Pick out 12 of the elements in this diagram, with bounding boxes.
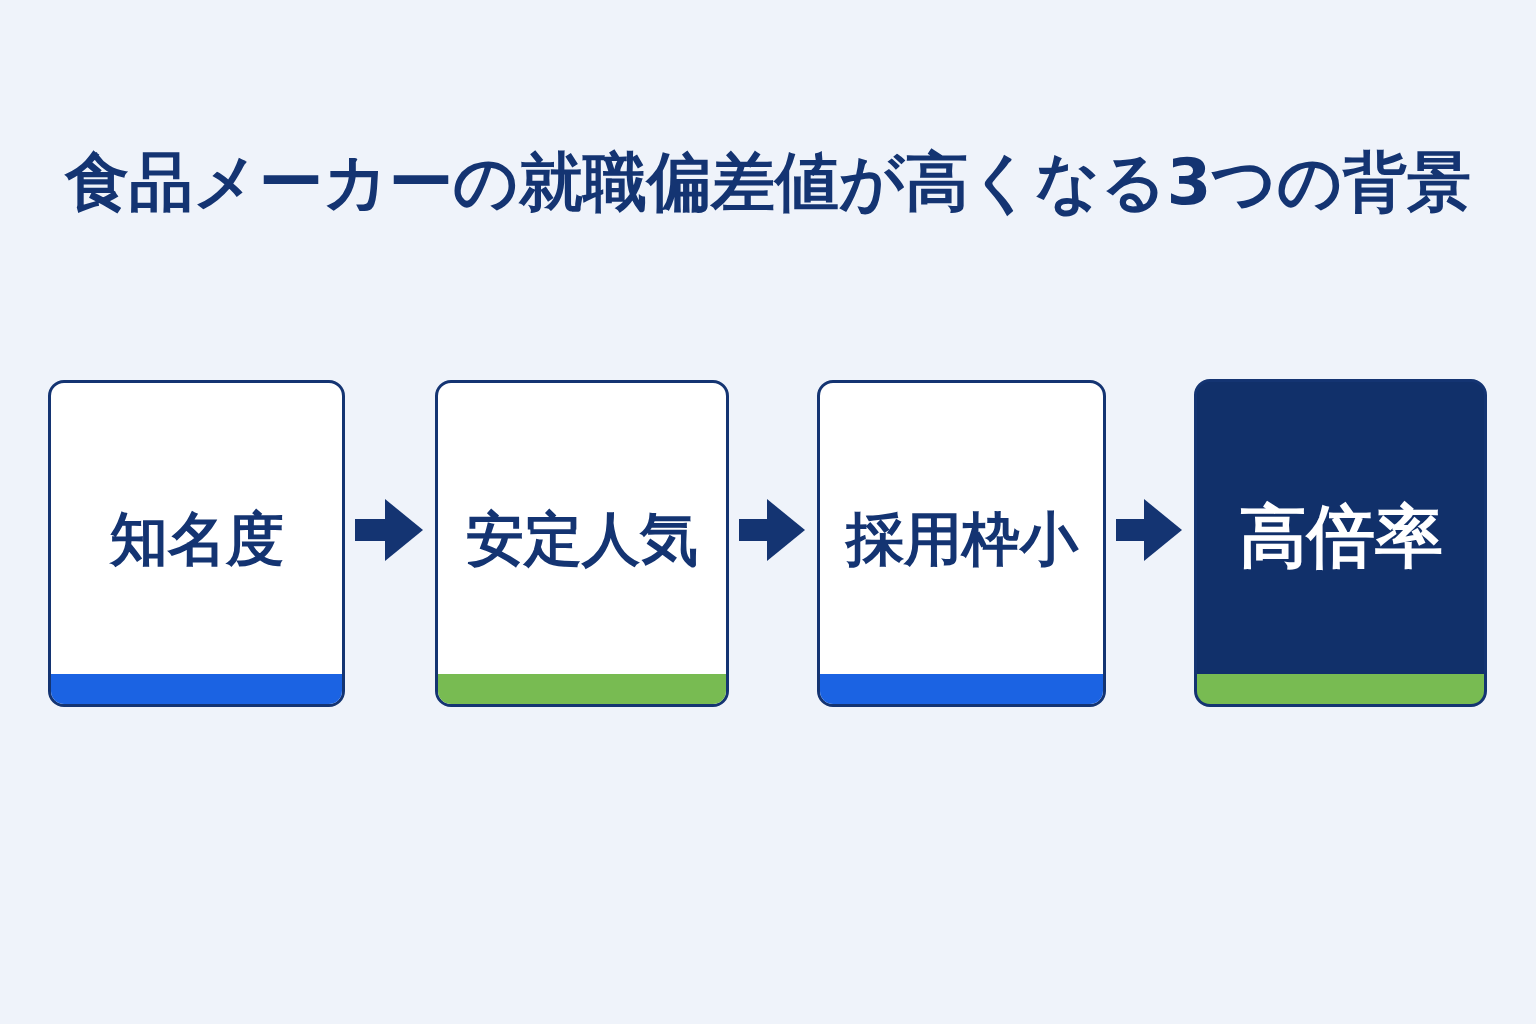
process-box	[435, 380, 729, 707]
arrow	[1116, 499, 1182, 561]
title: 食品メーカーの就職偏差値が高くなる3つの背景	[64, 144, 1472, 221]
process-box	[817, 380, 1106, 707]
arrow	[739, 499, 805, 561]
box-label: 高倍率	[1238, 496, 1443, 578]
box-label: 安定人気	[466, 504, 698, 575]
result-box	[1194, 379, 1487, 707]
arrow	[355, 499, 423, 561]
box-label: 知名度	[109, 504, 284, 575]
box-label: 採用枠小	[845, 504, 1078, 575]
process-box	[48, 380, 345, 707]
